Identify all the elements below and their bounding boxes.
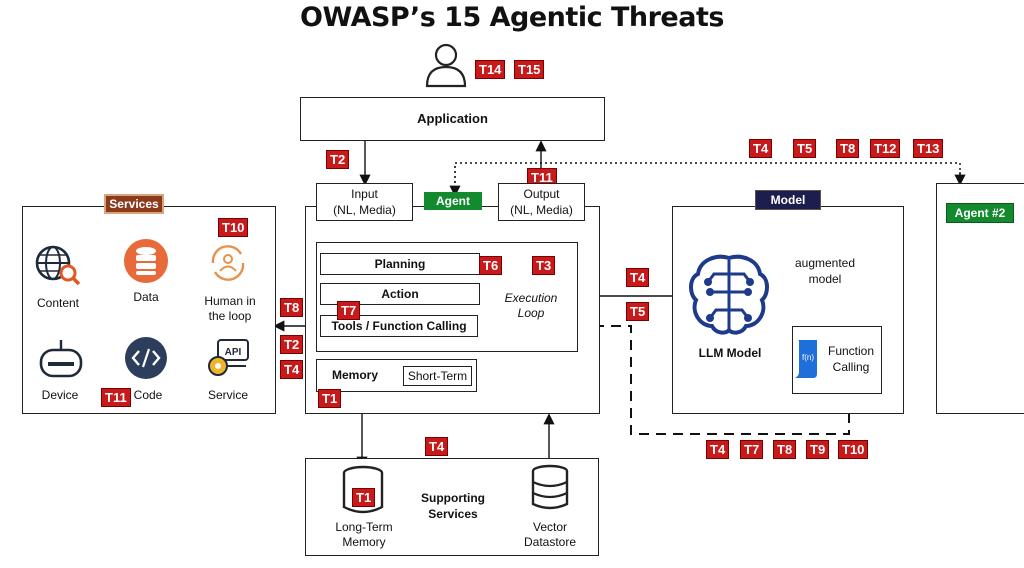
action-box xyxy=(320,283,480,305)
short-term-box xyxy=(403,366,472,386)
threat-tag-bottom-t10: T10 xyxy=(838,440,869,459)
threat-tag-bottom-t9: T9 xyxy=(806,440,830,459)
threat-tag-top-t5: T5 xyxy=(793,139,817,158)
planning-label: Planning xyxy=(374,257,426,271)
llm-brain-icon xyxy=(689,254,769,335)
short-term-label: Short-Term xyxy=(407,369,468,383)
threat-tag-model-t4: T4 xyxy=(626,268,650,287)
threat-tag-services-t2: T2 xyxy=(280,335,304,354)
services-item-service: Service xyxy=(207,388,248,402)
threat-tag-loop: T3 xyxy=(532,256,556,275)
agent-header: Agent xyxy=(424,192,482,210)
globe-search-icon xyxy=(35,245,81,286)
threat-tag-model-t5: T5 xyxy=(626,302,650,321)
agent2-header: Agent #2 xyxy=(946,203,1014,223)
application-box xyxy=(300,97,605,141)
threat-tag-top-t4: T4 xyxy=(749,139,773,158)
router-icon xyxy=(39,340,83,378)
threat-tag-code: T11 xyxy=(101,388,131,407)
tools-box xyxy=(320,315,478,337)
threat-tag-top-t13: T13 xyxy=(913,139,944,158)
supporting-label-line1: Supporting xyxy=(421,491,485,505)
memory-label: Memory xyxy=(331,368,378,382)
vector-datastore-icon xyxy=(531,464,569,510)
input-label-line2-overlay: (NL, Media) xyxy=(333,203,396,217)
input-label-line1-overlay: Input xyxy=(351,187,378,201)
threat-tag-t15: T15 xyxy=(514,60,545,79)
threat-tag-human: T10 xyxy=(218,218,249,237)
loop-label-line2: Loop xyxy=(517,306,545,320)
threat-tag-memory: T1 xyxy=(318,389,342,408)
ltm-label-line2: Memory xyxy=(342,535,386,549)
services-item-human-line2: the loop xyxy=(208,309,252,323)
services-item-human-line1: Human in xyxy=(204,294,256,308)
ltm-label-line1: Long-Term xyxy=(335,520,393,534)
model-header: Model xyxy=(755,190,821,210)
threat-tag-bottom-t7: T7 xyxy=(740,440,764,459)
api-gear-icon: API xyxy=(208,339,249,376)
vector-label-line1: Vector xyxy=(532,520,568,534)
page-title: OWASP’s 15 Agentic Threats xyxy=(300,2,724,33)
threat-tag-top-t12: T12 xyxy=(870,139,901,158)
llm-model-label: LLM Model xyxy=(698,346,762,360)
output-box-overlay xyxy=(498,183,585,221)
vector-label-line2: Datastore xyxy=(523,535,577,549)
services-item-content: Content xyxy=(36,296,80,310)
action-label: Action xyxy=(381,287,419,301)
input-box-overlay xyxy=(316,183,413,221)
threat-tag-services-t4: T4 xyxy=(280,360,304,379)
threat-tag-bottom-t8: T8 xyxy=(773,440,797,459)
supporting-label-line2: Services xyxy=(428,507,478,521)
user-icon xyxy=(425,43,467,88)
output-label-line2-overlay: (NL, Media) xyxy=(510,203,573,217)
threat-tag-input: T2 xyxy=(326,150,350,169)
threat-tag-ltm: T1 xyxy=(352,488,376,507)
application-label: Application xyxy=(417,111,488,126)
threat-tag-t14: T14 xyxy=(475,60,506,79)
services-item-data: Data xyxy=(133,290,159,304)
scroll-function-icon: f(n) xyxy=(795,340,817,378)
threat-tag-planning: T6 xyxy=(479,256,503,275)
threat-tag-top-t8: T8 xyxy=(836,139,860,158)
database-icon xyxy=(124,239,168,283)
human-cycle-icon xyxy=(211,245,245,281)
loop-label-line1: Execution xyxy=(504,291,558,305)
output-label-line1-overlay: Output xyxy=(523,187,560,201)
augmented-label-line2: model xyxy=(808,272,842,286)
threat-tag-supporting: T4 xyxy=(425,437,449,456)
augmented-label-line1: augmented xyxy=(794,256,856,270)
threat-tag-bottom-t4: T4 xyxy=(706,440,730,459)
threat-tag-tools: T7 xyxy=(337,301,361,320)
svg-text:API: API xyxy=(225,347,242,358)
threat-tag-services-t8: T8 xyxy=(280,298,304,317)
function-calling-label-line1: Function xyxy=(827,344,875,358)
function-calling-label-line2: Calling xyxy=(832,360,870,374)
services-item-device: Device xyxy=(41,388,79,402)
tools-label: Tools / Function Calling xyxy=(331,319,467,333)
code-icon xyxy=(125,337,167,379)
services-header: Services xyxy=(104,194,164,214)
fc-icon-text: f(n) xyxy=(802,353,814,362)
services-item-code: Code xyxy=(133,388,163,402)
